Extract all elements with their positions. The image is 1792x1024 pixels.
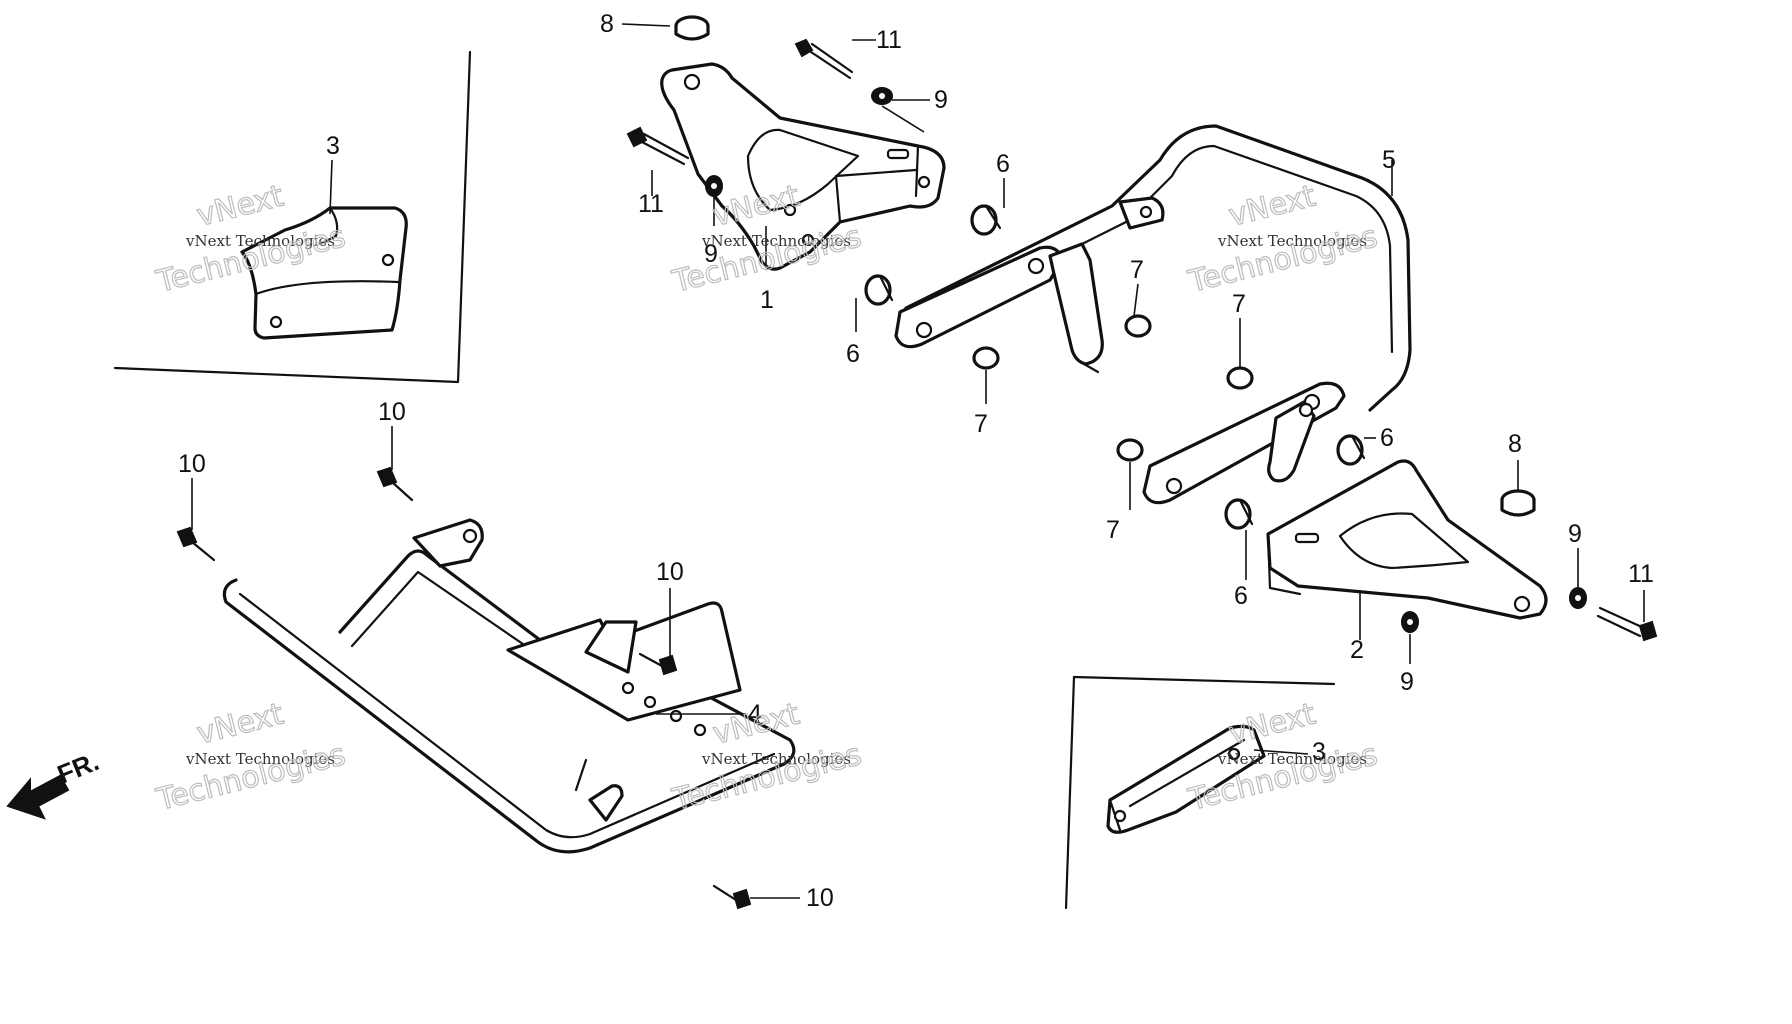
leader-lines [191,23,1645,899]
bracket-part-3-top [240,206,408,340]
callout-6-upper: 6 [996,150,1010,178]
collar-part-7-a [1124,314,1152,338]
bracket-part-2 [1266,459,1548,640]
watermark-word: vNext [193,179,287,234]
washer-part-9-right [1569,587,1587,609]
bolt-part-10-d [712,884,752,910]
grommet-part-6-right-low [1224,498,1254,530]
callout-9-right: 9 [1568,520,1582,548]
washer-part-9-left [705,175,723,197]
watermark-4: vNext vNext Technologies Technologies [152,696,350,819]
bolt-part-11-left [626,126,690,166]
watermark-text: vNext Technologies [701,750,851,768]
watermark-text: vNext Technologies [1217,750,1367,768]
callout-9-left: 9 [704,240,718,268]
callout-6-right: 6 [1380,424,1394,452]
callout-10-d: 10 [806,884,834,912]
grommet-part-6-lower [864,274,894,306]
inset-frame-bottom-right [1064,675,1336,910]
bracket-part-3-bottom [1106,724,1266,834]
callout-8-top: 8 [600,10,614,38]
watermark-word: vNext [193,697,287,752]
callout-11-top: 11 [876,26,902,54]
front-direction-marker: FR. [6,746,103,820]
callout-6-right-low: 6 [1234,582,1248,610]
callout-11-right: 11 [1628,560,1654,588]
callout-10-a: 10 [378,398,406,426]
collar-part-7-b [972,346,1000,370]
watermark-text: vNext Technologies [1217,232,1367,250]
callout-1: 1 [760,286,774,314]
collar-part-7-c [1226,366,1254,390]
washer-part-9-top [871,87,893,105]
frame-part-5 [894,124,1412,505]
callout-7-a: 7 [1130,256,1144,284]
callout-3-bottom: 3 [1312,738,1326,766]
callout-3-top: 3 [326,132,340,160]
grommet-part-6-upper [970,204,1002,236]
bolt-part-10-b [176,526,216,562]
callout-7-d: 7 [1106,516,1120,544]
callouts: 8 11 9 11 9 1 3 6 6 7 7 5 7 7 6 6 8 9 11… [178,10,1654,912]
callout-10-b: 10 [178,450,206,478]
watermark-text: vNext Technologies [185,232,335,250]
bolt-part-11-top [794,38,854,80]
bolt-part-10-a [376,466,414,502]
callout-9-bottom: 9 [1400,668,1414,696]
cap-part-8-top [674,15,710,41]
callout-10-c: 10 [656,558,684,586]
watermark-word: vNext [1225,697,1319,752]
callout-6-lower: 6 [846,340,860,368]
watermark-text: vNext Technologies [185,750,335,768]
callout-11-left: 11 [638,190,664,218]
bracket-part-1 [660,62,946,271]
callout-8-right: 8 [1508,430,1522,458]
bolt-part-11-right [1596,606,1658,642]
washer-part-9-bottom [1401,611,1419,633]
callout-2: 2 [1350,636,1364,664]
collar-part-7-d [1116,438,1144,462]
watermark-text: vNext Technologies [701,232,851,250]
callout-5: 5 [1382,146,1396,174]
callout-7-c: 7 [1232,290,1246,318]
callout-7-b: 7 [974,410,988,438]
cap-part-8-right [1500,489,1536,517]
callout-9-top: 9 [934,86,948,114]
grommet-part-6-right [1336,434,1366,466]
callout-4: 4 [748,700,762,728]
inset-frame-top-left [113,50,472,384]
footrest-part-4 [222,518,796,854]
bolt-part-10-c [638,652,678,676]
